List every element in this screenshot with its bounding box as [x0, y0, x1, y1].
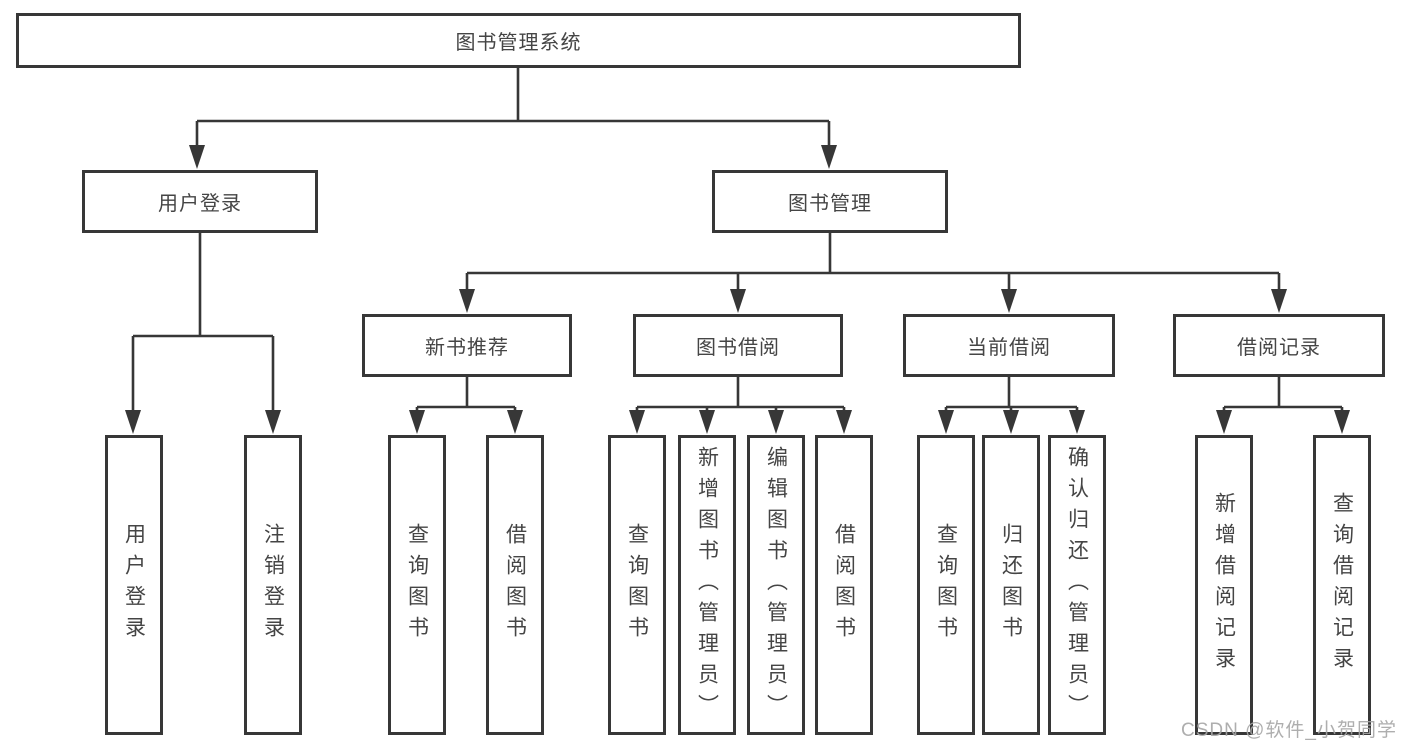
leaf-return-books: 归还图书 — [982, 435, 1040, 735]
arrow-down-icon — [1271, 289, 1287, 313]
leaf-query-books-borrow: 查询图书 — [608, 435, 666, 735]
connector-records-children — [1216, 377, 1350, 434]
leaf-query-borrow-record: 查询借阅记录 — [1313, 435, 1371, 735]
arrow-down-icon — [507, 410, 523, 434]
connector-current-children — [938, 377, 1085, 434]
arrow-down-icon — [459, 289, 475, 313]
arrow-down-icon — [125, 410, 141, 434]
leaf-add-borrow-record: 新增借阅记录 — [1195, 435, 1253, 735]
leaf-label: 编辑图书（管理员） — [764, 445, 788, 725]
leaf-borrow-books: 借阅图书 — [815, 435, 873, 735]
node-current-borrow: 当前借阅 — [903, 314, 1115, 377]
node-new-book-recommend: 新书推荐 — [362, 314, 572, 377]
node-label: 新书推荐 — [425, 337, 509, 359]
leaf-edit-books-admin: 编辑图书（管理员） — [747, 435, 805, 735]
leaf-add-books-admin: 新增图书（管理员） — [678, 435, 736, 735]
connector-root-to-level2 — [189, 68, 837, 169]
leaf-label: 注销登录 — [261, 523, 285, 647]
arrow-down-icon — [1003, 410, 1019, 434]
node-book-management: 图书管理 — [712, 170, 948, 233]
leaf-borrow-books-recommend: 借阅图书 — [486, 435, 544, 735]
arrow-down-icon — [629, 410, 645, 434]
leaf-label: 借阅图书 — [503, 523, 527, 647]
connector-user-login-children — [125, 233, 281, 434]
node-label: 图书借阅 — [696, 337, 780, 359]
leaf-query-books-current: 查询图书 — [917, 435, 975, 735]
node-library-system: 图书管理系统 — [16, 13, 1021, 68]
node-borrow-records: 借阅记录 — [1173, 314, 1385, 377]
leaf-label: 归还图书 — [999, 523, 1023, 647]
leaf-label: 用户登录 — [122, 523, 146, 647]
connector-book-management-children — [459, 233, 1287, 313]
arrow-down-icon — [189, 145, 205, 169]
arrow-down-icon — [730, 289, 746, 313]
leaf-confirm-return-admin: 确认归还（管理员） — [1048, 435, 1106, 735]
arrow-down-icon — [1001, 289, 1017, 313]
leaf-label: 新增图书（管理员） — [695, 445, 719, 725]
node-label: 图书管理 — [788, 193, 872, 215]
connector-recommend-children — [409, 377, 523, 434]
node-book-borrow: 图书借阅 — [633, 314, 843, 377]
arrow-down-icon — [938, 410, 954, 434]
leaf-logout-login: 注销登录 — [244, 435, 302, 735]
node-label: 图书管理系统 — [455, 32, 582, 54]
leaf-user-login: 用户登录 — [105, 435, 163, 735]
leaf-label: 查询图书 — [625, 523, 649, 647]
arrow-down-icon — [265, 410, 281, 434]
leaf-query-books-recommend: 查询图书 — [388, 435, 446, 735]
arrow-down-icon — [699, 410, 715, 434]
arrow-down-icon — [1334, 410, 1350, 434]
leaf-label: 新增借阅记录 — [1212, 492, 1236, 678]
arrow-down-icon — [1069, 410, 1085, 434]
leaf-label: 查询图书 — [405, 523, 429, 647]
arrow-down-icon — [836, 410, 852, 434]
arrow-down-icon — [768, 410, 784, 434]
node-label: 用户登录 — [158, 193, 242, 215]
node-label: 借阅记录 — [1237, 337, 1321, 359]
arrow-down-icon — [1216, 410, 1232, 434]
leaf-label: 借阅图书 — [832, 523, 856, 647]
leaf-label: 确认归还（管理员） — [1065, 445, 1089, 725]
leaf-label: 查询借阅记录 — [1330, 492, 1354, 678]
arrow-down-icon — [409, 410, 425, 434]
leaf-label: 查询图书 — [934, 523, 958, 647]
node-label: 当前借阅 — [967, 337, 1051, 359]
arrow-down-icon — [821, 145, 837, 169]
node-user-login: 用户登录 — [82, 170, 318, 233]
connector-borrow-children — [629, 377, 852, 434]
